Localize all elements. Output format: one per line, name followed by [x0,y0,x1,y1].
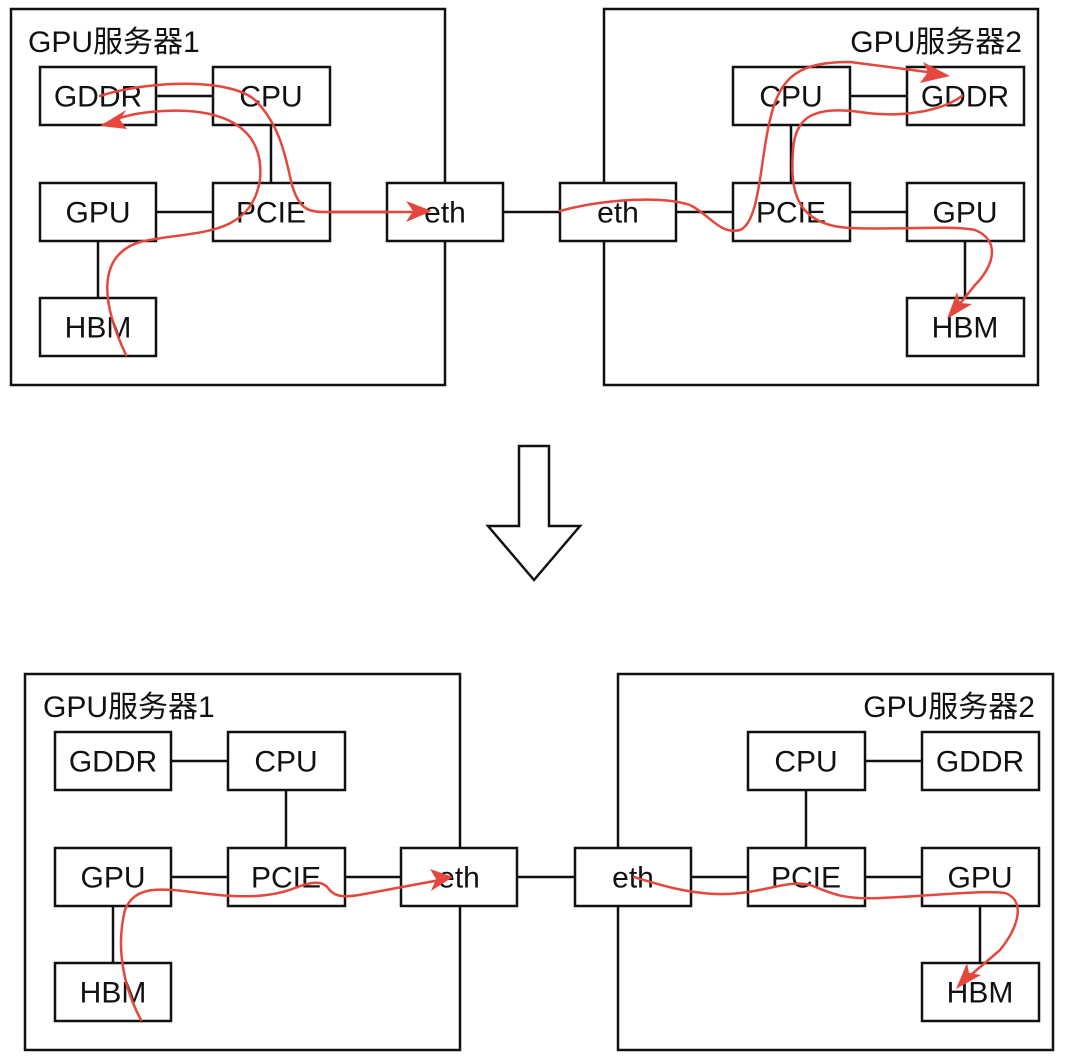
server2-title: GPU服务器2 [850,26,1022,59]
node-cpu: CPU [226,730,347,792]
svg-text:PCIE: PCIE [251,862,321,895]
arrowhead-icon [100,110,127,129]
node-gddr: GDDR [905,65,1026,127]
node-eth: eth [558,181,678,243]
svg-text:HBM: HBM [65,312,132,345]
node-cpu: CPU [746,730,867,792]
diagram-after: GPU服务器1 GPU服务器2 GDDR CPU GPU PCIE [23,672,1055,1052]
data-path-segment [558,60,937,233]
node-hbm: HBM [920,961,1041,1023]
node-eth: eth [399,846,519,908]
svg-text:HBM: HBM [947,977,1014,1010]
node-gpu: GPU [53,846,173,908]
svg-text:GPU: GPU [947,862,1012,895]
svg-text:GDDR: GDDR [936,746,1024,779]
data-path-segment [98,82,422,214]
svg-text:PCIE: PCIE [236,197,306,230]
data-path-segment [632,875,1019,982]
node-hbm: HBM [53,961,173,1023]
svg-text:GPU: GPU [65,197,130,230]
node-cpu: CPU [211,65,332,127]
server1-title: GPU服务器1 [43,691,215,724]
node-hbm: HBM [38,296,158,358]
svg-text:GDDR: GDDR [69,746,157,779]
arrowhead-icon [406,201,432,222]
svg-text:CPU: CPU [774,746,837,779]
node-gddr: GDDR [53,730,173,792]
arrowhead-icon [947,292,972,319]
node-pcie: PCIE [211,181,332,243]
arrowhead-icon [920,62,950,83]
svg-text:HBM: HBM [80,977,147,1010]
server1-title: GPU服务器1 [28,26,200,59]
node-gddr: GDDR [38,65,158,127]
data-path-segment [791,94,994,312]
arrowhead-icon [430,869,453,891]
node-pcie: PCIE [731,181,852,243]
svg-text:CPU: CPU [254,746,317,779]
svg-text:GPU: GPU [932,197,997,230]
node-gpu: GPU [905,181,1026,243]
svg-text:eth: eth [612,862,654,895]
server2-title: GPU服务器2 [863,691,1035,724]
svg-text:eth: eth [424,197,466,230]
data-path-segment [103,109,262,357]
svg-text:CPU: CPU [759,81,822,114]
svg-text:GPU: GPU [80,862,145,895]
svg-text:PCIE: PCIE [771,862,841,895]
diagram-before: GPU服务器1 GPU服务器2 GDDR CPU GPU PCI [9,7,1040,387]
svg-text:GDDR: GDDR [54,81,142,114]
node-gddr: GDDR [920,730,1041,792]
svg-text:HBM: HBM [932,312,999,345]
data-path-segment [119,878,442,1022]
arrowhead-icon [956,963,981,989]
svg-text:PCIE: PCIE [756,197,826,230]
node-gpu: GPU [38,181,158,243]
node-gpu: GPU [920,846,1041,908]
down-arrow-icon [485,444,583,582]
node-pcie: PCIE [746,846,867,908]
